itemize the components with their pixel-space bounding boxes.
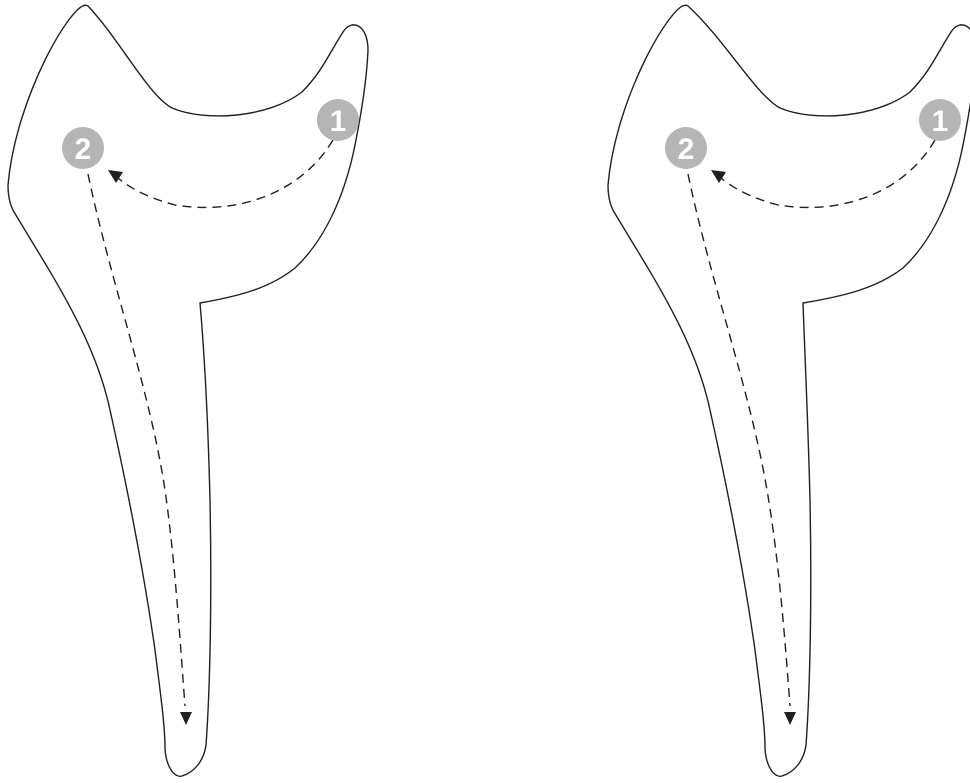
- step-number-2: 2: [678, 133, 695, 166]
- step-marker-1: 1: [317, 99, 359, 141]
- tooth-diagram: 1 2: [0, 0, 485, 783]
- step-marker-2: 2: [665, 127, 707, 169]
- step-marker-2: 2: [62, 127, 104, 169]
- step-marker-1: 1: [919, 99, 961, 141]
- tooth-figure-left: 1 2: [0, 0, 485, 783]
- tooth-diagram: 1 2: [485, 0, 970, 783]
- tooth-outline: [608, 5, 970, 776]
- step-number-1: 1: [330, 105, 347, 138]
- tooth-figure-right: 1 2: [485, 0, 970, 783]
- step-number-1: 1: [932, 105, 949, 138]
- step-number-2: 2: [75, 133, 92, 166]
- tooth-outline: [8, 5, 368, 776]
